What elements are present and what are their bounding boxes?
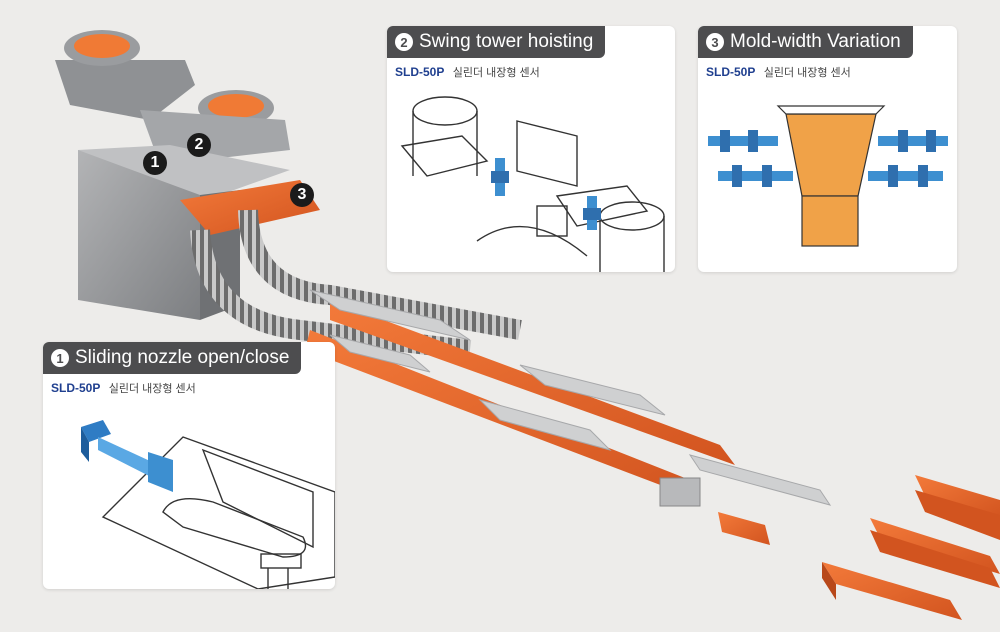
sensor-model: SLD-50P: [395, 65, 445, 79]
panel-number-badge: 3: [706, 33, 724, 51]
ladle-turret: [55, 30, 290, 165]
sliding-nozzle-drawing: [81, 420, 335, 589]
swing-tower-drawing: [400, 96, 665, 272]
callout-1: 1: [143, 151, 167, 175]
sliding-nozzle-panel: 1 Sliding nozzle open/close SLD-50P 실린더 …: [43, 342, 335, 589]
callout-2: 2: [187, 133, 211, 157]
panel-number-badge: 2: [395, 33, 413, 51]
segment-covers: [309, 289, 832, 506]
sensor-info: SLD-50P 실린더 내장형 센서: [51, 380, 196, 396]
mold-housing: [78, 145, 320, 320]
sensor-info: SLD-50P 실린더 내장형 센서: [395, 64, 540, 80]
sensor-description: 실린더 내장형 센서: [452, 67, 540, 79]
width-cylinders: [708, 130, 948, 187]
panel-header: 1 Sliding nozzle open/close: [43, 342, 302, 374]
cylinder-sensor: [81, 420, 173, 492]
panel-number-badge: 1: [51, 349, 69, 367]
mold-width-drawing: [708, 105, 948, 247]
panel-header: 2 Swing tower hoisting: [387, 26, 606, 58]
slab-stacks: [822, 475, 1000, 620]
sensor-description: 실린더 내장형 센서: [763, 67, 851, 79]
panel-title: Sliding nozzle open/close: [75, 347, 290, 368]
cylinder-sensors: [491, 158, 601, 230]
panel-header: 3 Mold-width Variation: [698, 26, 913, 58]
callout-3: 3: [290, 183, 314, 207]
swing-tower-panel: 2 Swing tower hoisting SLD-50P 실린더 내장형 센…: [387, 26, 675, 272]
mold-width-panel: 3 Mold-width Variation SLD-50P 실린더 내장형 센…: [698, 26, 957, 272]
panel-title: Mold-width Variation: [730, 31, 901, 52]
panel-title: Swing tower hoisting: [419, 31, 594, 52]
sensor-description: 실린더 내장형 센서: [108, 383, 196, 395]
torch-cutter: [659, 477, 701, 507]
sensor-model: SLD-50P: [51, 381, 101, 395]
sensor-info: SLD-50P 실린더 내장형 센서: [706, 64, 851, 80]
sensor-model: SLD-50P: [706, 65, 756, 79]
